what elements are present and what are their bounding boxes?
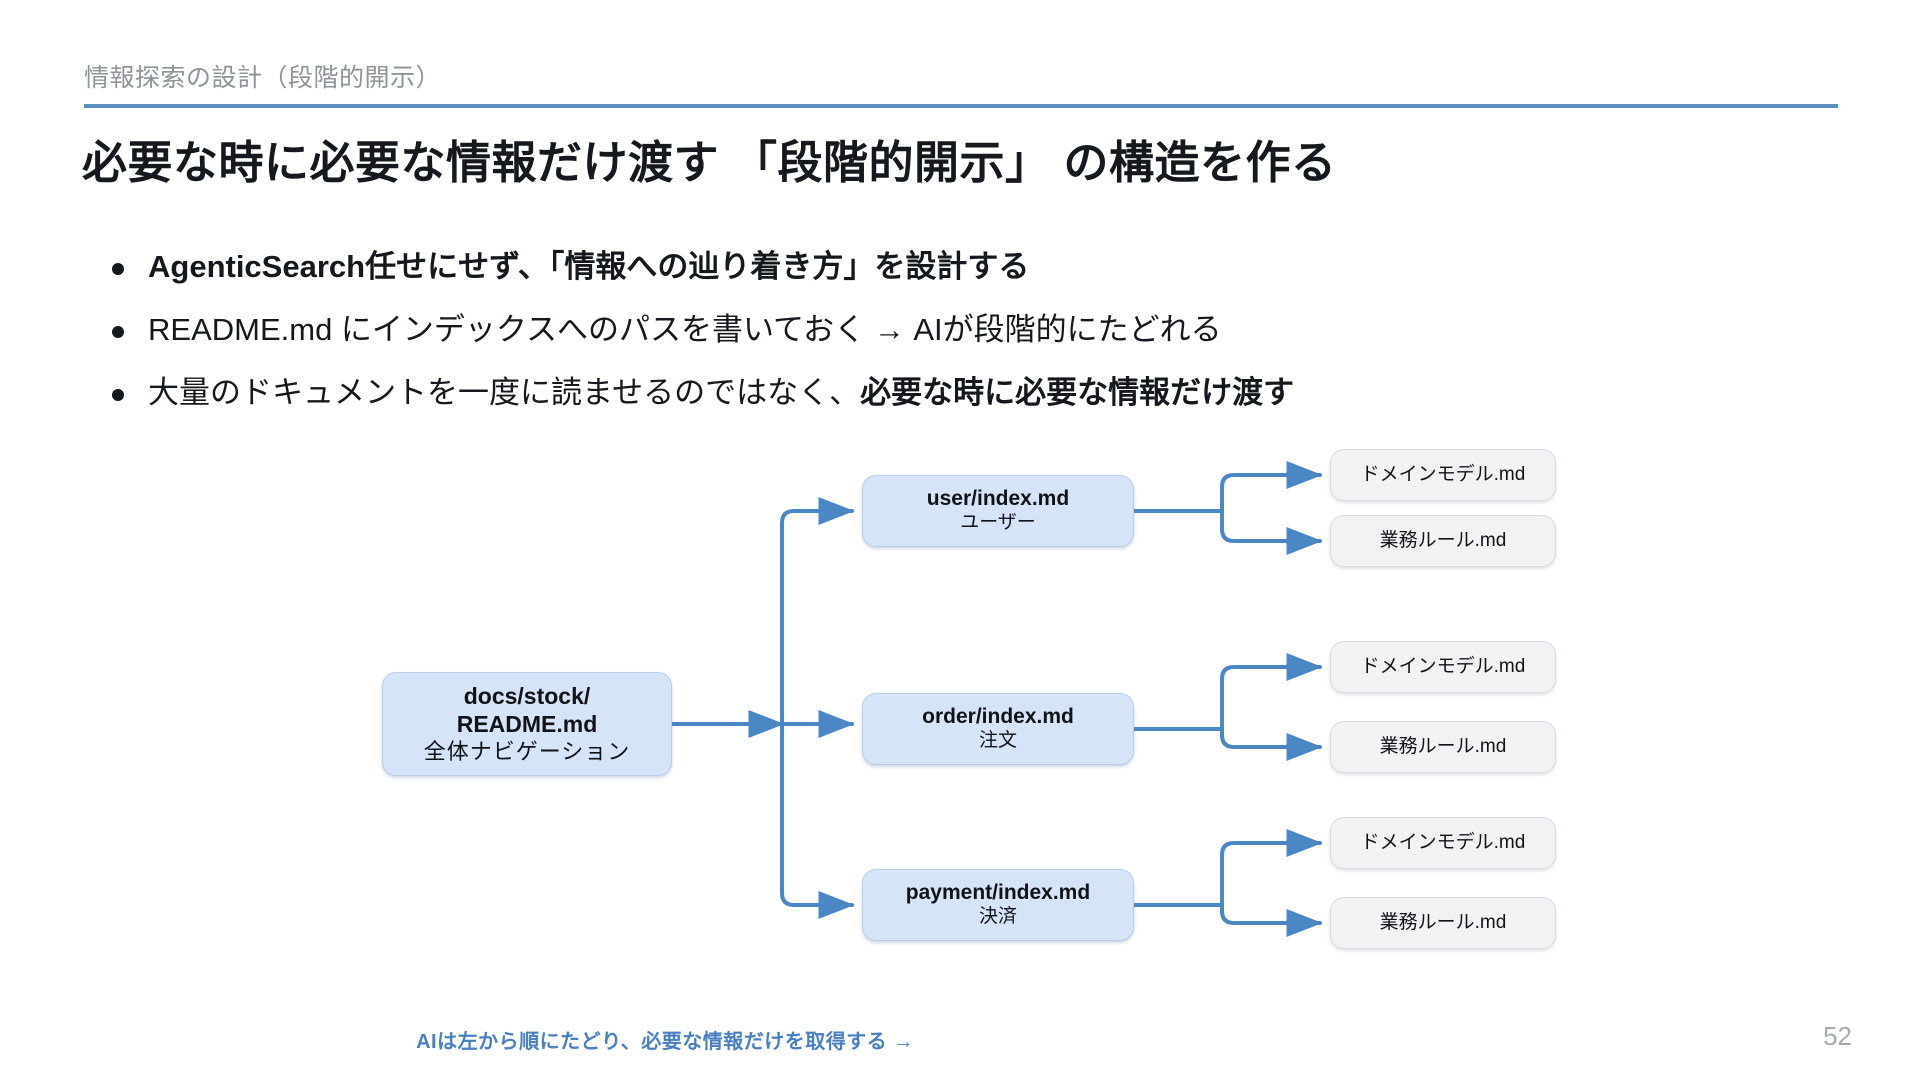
diagram-node-payment-index-title: payment/index.md — [905, 880, 1091, 904]
diagram-leaf-label: 業務ルール.md — [1379, 912, 1507, 934]
bullet-dot-icon — [112, 325, 124, 338]
diagram-node-user-index-title: user/index.md — [926, 486, 1070, 510]
diagram-node-root-line1: docs/stock/ — [463, 682, 591, 709]
diagram-node-order-index-title: order/index.md — [922, 704, 1074, 728]
diagram-leaf-node[interactable]: 業務ルール.md — [1330, 515, 1556, 567]
list-item-label: README.md にインデックスへのパスを書いておく → AIが段階的にたどれ… — [148, 311, 1222, 347]
diagram-node-order-index-subtitle: 注文 — [978, 730, 1017, 752]
list-item: README.md にインデックスへのパスを書いておく → AIが段階的にたどれ… — [112, 311, 1812, 350]
header-divider — [84, 104, 1838, 108]
list-item-label: 大量のドキュメントを一度に読ませるのではなく、必要な時に必要な情報だけ渡す — [148, 374, 1294, 413]
diagram-node-payment-index[interactable]: payment/index.md 決済 — [862, 869, 1134, 941]
diagram-node-user-index-subtitle: ユーザー — [960, 512, 1036, 534]
diagram-leaf-node[interactable]: ドメインモデル.md — [1330, 449, 1556, 501]
diagram-leaf-label: ドメインモデル.md — [1360, 464, 1526, 486]
diagram-leaf-node[interactable]: ドメインモデル.md — [1330, 641, 1556, 693]
diagram-leaf-node[interactable]: ドメインモデル.md — [1330, 817, 1556, 869]
list-item-text-emphasis: 必要な時に必要な情報だけ渡す — [860, 374, 1295, 410]
diagram-leaf-node[interactable]: 業務ルール.md — [1330, 721, 1556, 773]
diagram-node-order-index[interactable]: order/index.md 注文 — [862, 693, 1134, 765]
diagram-node-user-index[interactable]: user/index.md ユーザー — [862, 475, 1134, 547]
page-number: 52 — [1823, 1021, 1852, 1051]
bullet-list: AgenticSearch任せにせず、「情報への辿り着き方」を設計する READ… — [112, 248, 1812, 436]
bullet-dot-icon — [112, 388, 124, 401]
diagram-leaf-label: 業務ルール.md — [1379, 736, 1507, 758]
bullet-dot-icon — [112, 263, 124, 275]
diagram-node-payment-index-subtitle: 決済 — [978, 906, 1017, 928]
diagram-node-root-line3: 全体ナビゲーション — [423, 738, 631, 764]
diagram-node-root-line2: README.md — [456, 710, 598, 737]
diagram-caption: AIは左から順にたどり、必要な情報だけを取得する → — [416, 1031, 914, 1053]
progressive-disclosure-diagram: docs/stock/ README.md 全体ナビゲーション user/ind… — [0, 449, 1920, 1053]
diagram-leaf-label: ドメインモデル.md — [1360, 832, 1526, 854]
list-item: 大量のドキュメントを一度に読ませるのではなく、必要な時に必要な情報だけ渡す — [112, 374, 1812, 413]
diagram-leaf-node[interactable]: 業務ルール.md — [1330, 897, 1556, 949]
list-item-text-plain: 大量のドキュメントを一度に読ませるのではなく、 — [148, 374, 861, 410]
diagram-leaf-label: 業務ルール.md — [1379, 530, 1507, 552]
diagram-leaf-label: ドメインモデル.md — [1360, 656, 1526, 678]
diagram-connectors — [670, 461, 1323, 937]
list-item-label: AgenticSearch任せにせず、「情報への辿り着き方」を設計する — [148, 249, 1030, 284]
list-item: AgenticSearch任せにせず、「情報への辿り着き方」を設計する — [112, 248, 1812, 287]
page-title: 必要な時に必要な情報だけ渡す 「段階的開示」 の構造を作る — [82, 137, 1337, 188]
diagram-node-root[interactable]: docs/stock/ README.md 全体ナビゲーション — [382, 672, 672, 776]
slide-eyebrow: 情報探索の設計（段階的開示） — [84, 64, 442, 92]
